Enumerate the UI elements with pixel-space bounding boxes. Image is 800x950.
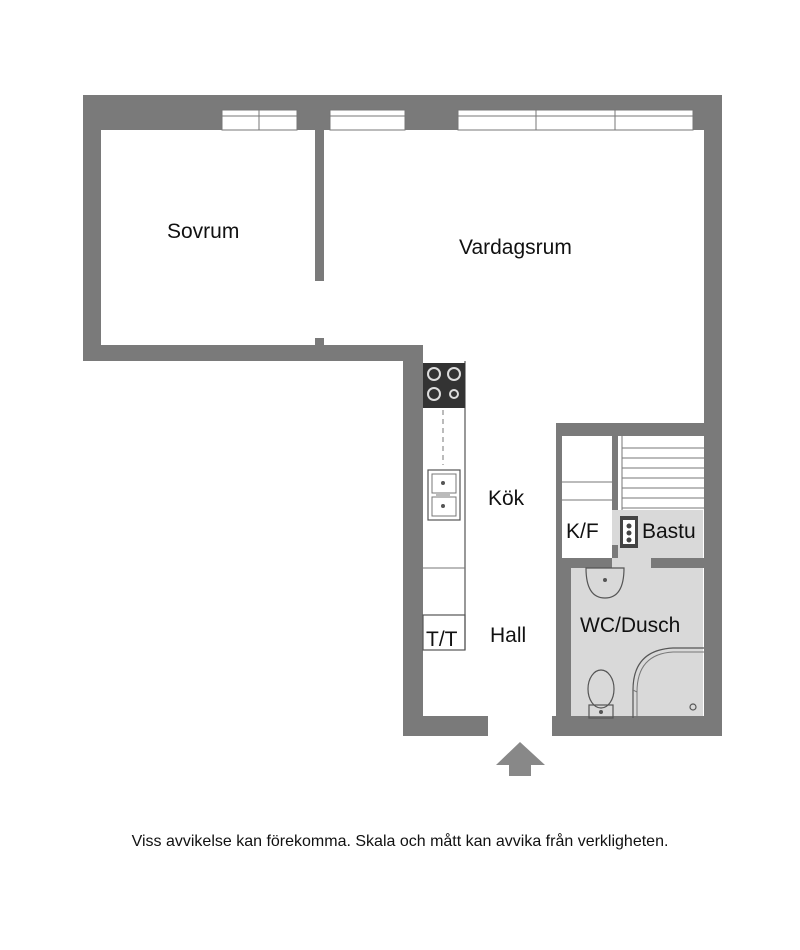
stove-icon [423, 363, 465, 408]
interior-walls [315, 128, 706, 720]
room-label-living: Vardagsrum [459, 236, 572, 259]
sink-icon [427, 469, 461, 521]
room-label-bathroom: WC/Dusch [580, 614, 681, 637]
sauna-heater-icon [620, 516, 638, 548]
shower-icon [632, 647, 704, 718]
washbasin-icon [585, 567, 625, 599]
room-label-sauna: Bastu [642, 520, 696, 543]
sauna-bench [621, 436, 704, 510]
room-label-hall: Hall [490, 624, 527, 647]
room-label-wardrobe: T/T [426, 628, 458, 651]
disclaimer-text: Viss avvikelse kan förekomma. Skala och … [131, 833, 669, 850]
room-label-bedroom: Sovrum [167, 220, 240, 243]
laundry-cabinet [562, 481, 612, 501]
room-label-laundry: K/F [566, 520, 599, 543]
wardrobe-cabinet [422, 614, 466, 651]
toilet-icon [587, 669, 615, 719]
room-label-kitchen: Kök [488, 487, 525, 510]
windows [221, 109, 694, 131]
entrance-arrow-icon [496, 742, 545, 776]
